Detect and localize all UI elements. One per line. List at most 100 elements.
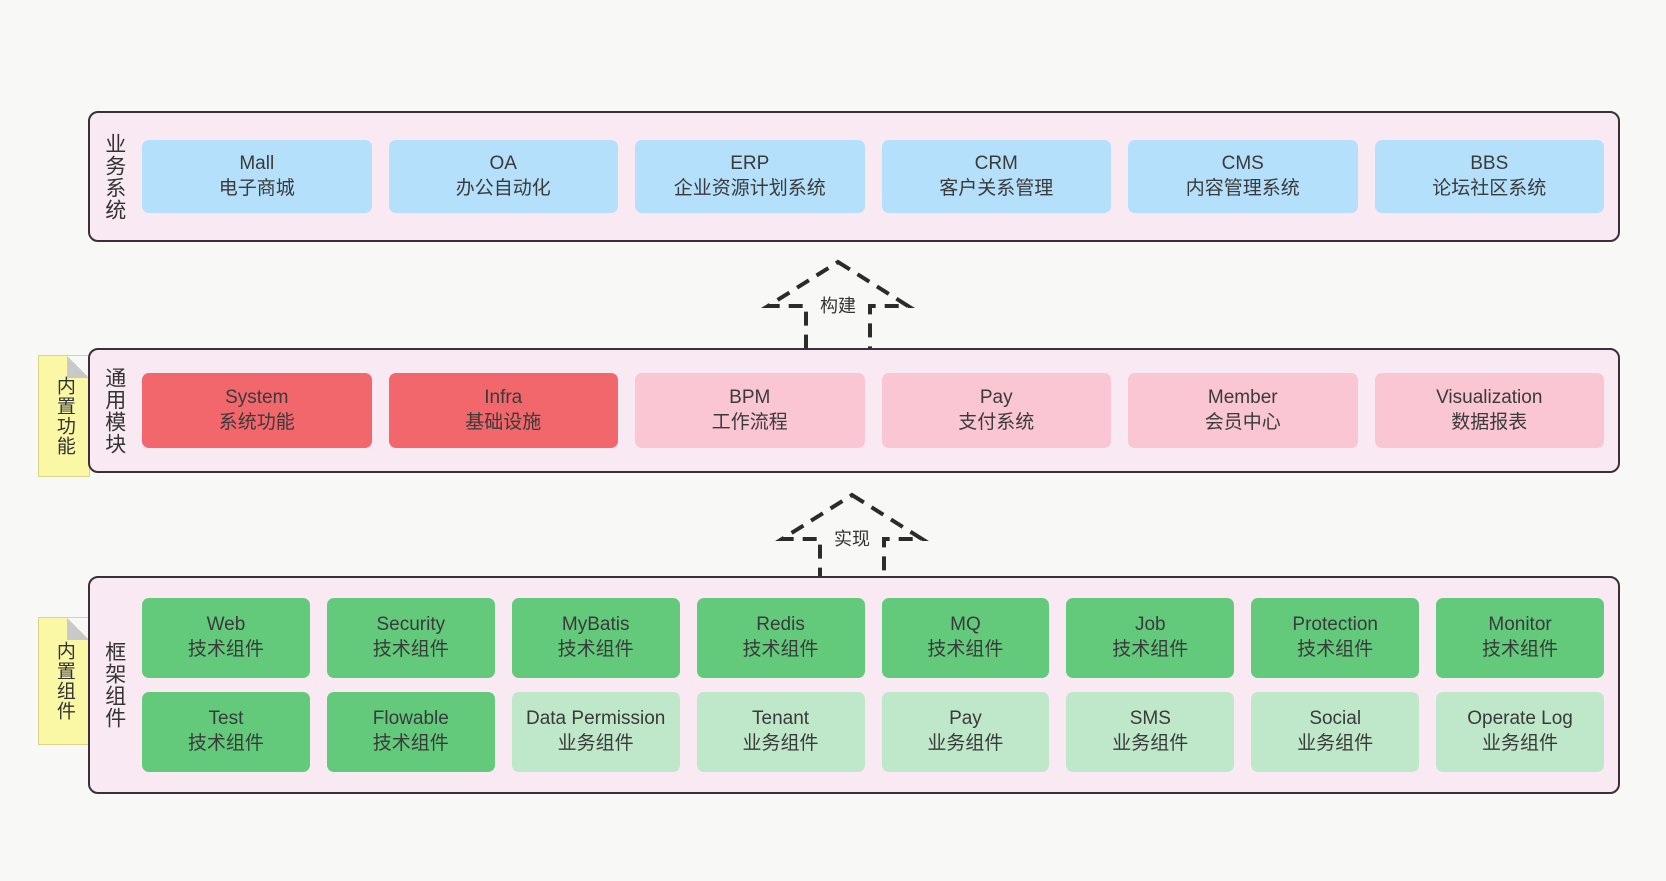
node-web[interactable]: Web 技术组件	[142, 598, 310, 678]
layer-body-framework: Web 技术组件 Security 技术组件 MyBatis 技术组件 Redi…	[138, 578, 1618, 792]
node-title: Monitor	[1488, 614, 1552, 636]
node-tenant[interactable]: Tenant 业务组件	[696, 692, 865, 772]
node-operate-log[interactable]: Operate Log 业务组件	[1436, 692, 1604, 772]
node-subtitle: 技术组件	[187, 639, 264, 660]
node-subtitle: 企业资源计划系统	[673, 177, 826, 199]
node-title: BPM	[729, 386, 771, 408]
node-title: Redis	[756, 614, 805, 636]
node-monitor[interactable]: Monitor 技术组件	[1436, 598, 1604, 678]
layer-framework-components: 框架组件 Web 技术组件 Security 技术组件 MyBatis 技术组件…	[88, 576, 1620, 794]
node-title: Job	[1134, 614, 1166, 636]
node-protection[interactable]: Protection 技术组件	[1251, 598, 1420, 678]
connector-implement: 实现	[772, 489, 932, 589]
node-cms[interactable]: CMS 内容管理系统	[1128, 140, 1358, 213]
node-subtitle: 技术组件	[1482, 639, 1559, 660]
node-title: MyBatis	[561, 614, 630, 636]
node-job[interactable]: Job 技术组件	[1066, 598, 1235, 678]
node-title: Member	[1207, 386, 1278, 408]
node-system[interactable]: System 系统功能	[142, 373, 372, 448]
node-subtitle: 客户关系管理	[939, 177, 1054, 199]
node-title: Operate Log	[1467, 708, 1573, 730]
node-erp[interactable]: ERP 企业资源计划系统	[635, 140, 865, 213]
node-row: System 系统功能 Infra 基础设施 BPM 工作流程 Pay 支付系统…	[142, 373, 1604, 448]
node-bpm[interactable]: BPM 工作流程	[635, 373, 865, 448]
node-subtitle: 业务组件	[1482, 733, 1559, 754]
node-title: Protection	[1292, 614, 1378, 636]
sticky-note-builtin-function: 内置功能	[38, 355, 90, 477]
node-subtitle: 技术组件	[372, 733, 449, 754]
layer-title-business: 业务系统	[102, 132, 126, 221]
layer-body-business: Mall 电子商城 OA 办公自动化 ERP 企业资源计划系统 CRM 客户关系…	[138, 113, 1618, 240]
node-member[interactable]: Member 会员中心	[1128, 373, 1358, 448]
node-oa[interactable]: OA 办公自动化	[388, 140, 618, 213]
connector-build: 构建	[758, 256, 918, 356]
node-title: Pay	[949, 708, 982, 730]
node-subtitle: 基础设施	[465, 411, 542, 433]
node-row: Test 技术组件 Flowable 技术组件 Data Permission …	[142, 692, 1604, 772]
node-subtitle: 内容管理系统	[1185, 177, 1300, 199]
node-subtitle: 系统功能	[218, 411, 295, 433]
node-subtitle: 论坛社区系统	[1432, 177, 1547, 199]
node-title: Infra	[484, 386, 523, 408]
node-subtitle: 技术组件	[1112, 639, 1189, 660]
node-mq[interactable]: MQ 技术组件	[881, 598, 1050, 678]
node-subtitle: 技术组件	[557, 639, 634, 660]
sticky-note-builtin-component: 内置组件	[38, 617, 90, 745]
node-subtitle: 业务组件	[1112, 733, 1189, 754]
connector-build-label: 构建	[820, 296, 856, 316]
node-title: Social	[1309, 708, 1362, 730]
node-infra[interactable]: Infra 基础设施	[388, 373, 618, 448]
node-test[interactable]: Test 技术组件	[142, 692, 310, 772]
node-subtitle: 办公自动化	[455, 177, 551, 199]
node-title: CRM	[974, 152, 1018, 174]
node-title: OA	[489, 152, 517, 174]
node-mall[interactable]: Mall 电子商城	[142, 140, 372, 213]
node-subtitle: 会员中心	[1204, 411, 1281, 433]
node-title: Web	[206, 614, 246, 636]
node-title: CMS	[1221, 152, 1264, 174]
node-title: Visualization	[1436, 386, 1543, 408]
node-social[interactable]: Social 业务组件	[1251, 692, 1420, 772]
node-subtitle: 技术组件	[187, 733, 264, 754]
node-subtitle: 工作流程	[711, 411, 788, 433]
node-row: Mall 电子商城 OA 办公自动化 ERP 企业资源计划系统 CRM 客户关系…	[142, 140, 1604, 213]
node-visualization[interactable]: Visualization 数据报表	[1374, 373, 1604, 448]
node-title: SMS	[1129, 708, 1171, 730]
layer-title-framework: 框架组件	[102, 641, 126, 729]
layer-title-common: 通用模块	[102, 366, 126, 455]
node-flowable[interactable]: Flowable 技术组件	[326, 692, 495, 772]
node-subtitle: 数据报表	[1451, 411, 1528, 433]
node-subtitle: 业务组件	[927, 733, 1004, 754]
node-title: ERP	[730, 152, 770, 174]
node-title: System	[225, 386, 289, 408]
node-subtitle: 支付系统	[958, 411, 1035, 433]
node-title: Tenant	[752, 708, 810, 730]
node-subtitle: 技术组件	[927, 639, 1004, 660]
node-title: Mall	[239, 152, 275, 174]
node-subtitle: 业务组件	[742, 733, 819, 754]
node-bbs[interactable]: BBS 论坛社区系统	[1374, 140, 1604, 213]
node-pay-component[interactable]: Pay 业务组件	[881, 692, 1050, 772]
layer-common-modules: 通用模块 System 系统功能 Infra 基础设施 BPM 工作流程 Pay…	[88, 348, 1620, 473]
node-mybatis[interactable]: MyBatis 技术组件	[511, 598, 680, 678]
layer-body-common: System 系统功能 Infra 基础设施 BPM 工作流程 Pay 支付系统…	[138, 350, 1618, 471]
node-row: Web 技术组件 Security 技术组件 MyBatis 技术组件 Redi…	[142, 598, 1604, 678]
node-subtitle: 业务组件	[1297, 733, 1374, 754]
sticky-label: 内置功能	[53, 376, 75, 456]
node-security[interactable]: Security 技术组件	[326, 598, 495, 678]
node-title: Test	[208, 708, 244, 730]
node-title: BBS	[1470, 152, 1509, 174]
node-title: Flowable	[372, 708, 449, 730]
node-crm[interactable]: CRM 客户关系管理	[881, 140, 1111, 213]
node-data-permission[interactable]: Data Permission 业务组件	[511, 692, 680, 772]
node-sms[interactable]: SMS 业务组件	[1066, 692, 1235, 772]
node-pay[interactable]: Pay 支付系统	[881, 373, 1111, 448]
node-subtitle: 技术组件	[1297, 639, 1374, 660]
node-redis[interactable]: Redis 技术组件	[696, 598, 865, 678]
node-title: Pay	[979, 386, 1013, 408]
node-subtitle: 电子商城	[218, 177, 295, 199]
node-subtitle: 技术组件	[742, 639, 819, 660]
node-title: MQ	[950, 614, 981, 636]
node-title: Security	[376, 614, 446, 636]
